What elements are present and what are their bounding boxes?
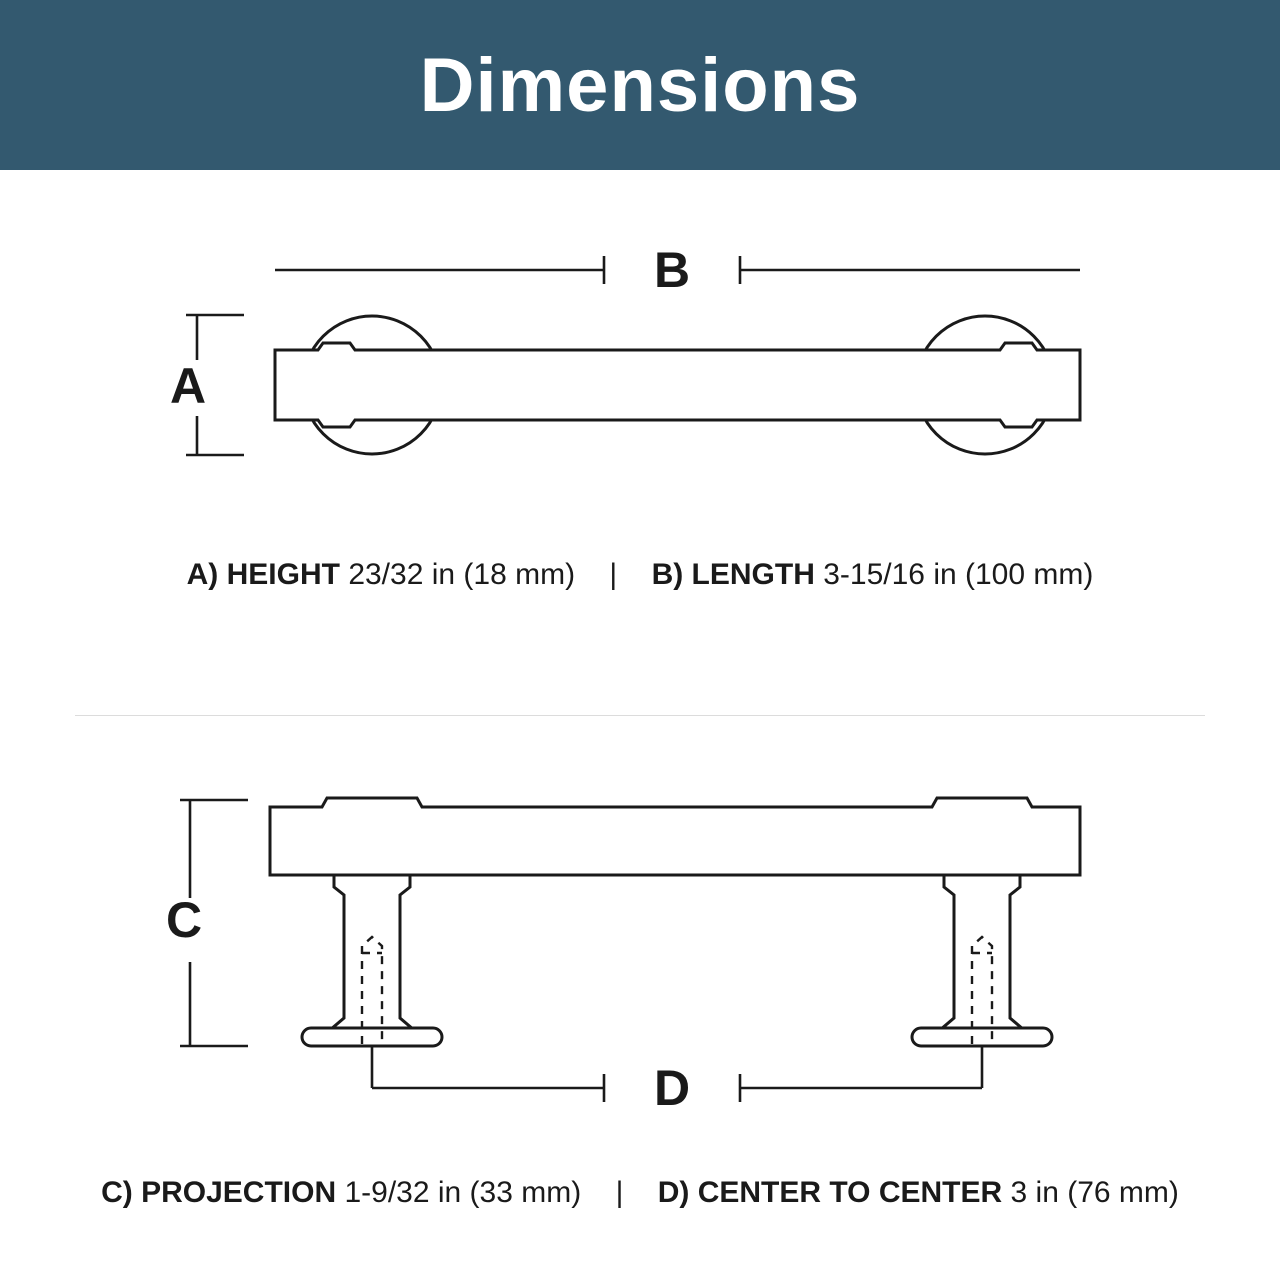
dimension-d: D [370,1046,984,1116]
spec-value-center-to-center: 3 in (76 mm) [1010,1176,1179,1209]
base-plate-right [910,1026,1054,1048]
spec-value-projection: 1-9/32 in (33 mm) [344,1176,582,1209]
dimension-a: A [170,313,244,457]
screw-left [360,935,384,1044]
handle-bar-front [273,341,1082,429]
header-bar: Dimensions [0,0,1280,170]
dimension-b: B [275,242,1080,298]
base-plate-left [300,1026,444,1048]
post-right [938,873,1026,1034]
spec-label-height: A) HEIGHT [186,558,340,591]
handle-bar-side [268,796,1082,877]
spec-label-center-to-center: D) CENTER TO CENTER [657,1176,1003,1209]
dimension-label-b: B [654,242,690,298]
page-title: Dimensions [419,42,861,128]
dimension-label-d: D [654,1060,690,1116]
dimension-label-a: A [170,358,206,414]
spec-caption-bottom: C) PROJECTION 1-9/32 in (33 mm) | D) CEN… [0,1176,1280,1210]
spec-label-length: B) LENGTH [651,558,815,591]
section-divider [75,715,1205,716]
caption-separator-top: | [609,558,618,591]
post-left [328,873,416,1034]
dimension-label-c: C [166,892,202,948]
spec-value-length: 3-15/16 in (100 mm) [823,558,1094,591]
caption-separator-bottom: | [615,1176,624,1209]
front-view-diagram: B A [0,170,1280,605]
side-view-svg: C D [166,796,1082,1116]
spec-caption-top: A) HEIGHT 23/32 in (18 mm) | B) LENGTH 3… [0,558,1280,592]
front-view-svg: B A [170,242,1082,457]
side-view-diagram: C D [0,740,1280,1165]
spec-label-projection: C) PROJECTION [101,1176,337,1209]
screw-right [970,935,994,1044]
dimension-c: C [166,798,248,1048]
spec-value-height: 23/32 in (18 mm) [348,558,576,591]
